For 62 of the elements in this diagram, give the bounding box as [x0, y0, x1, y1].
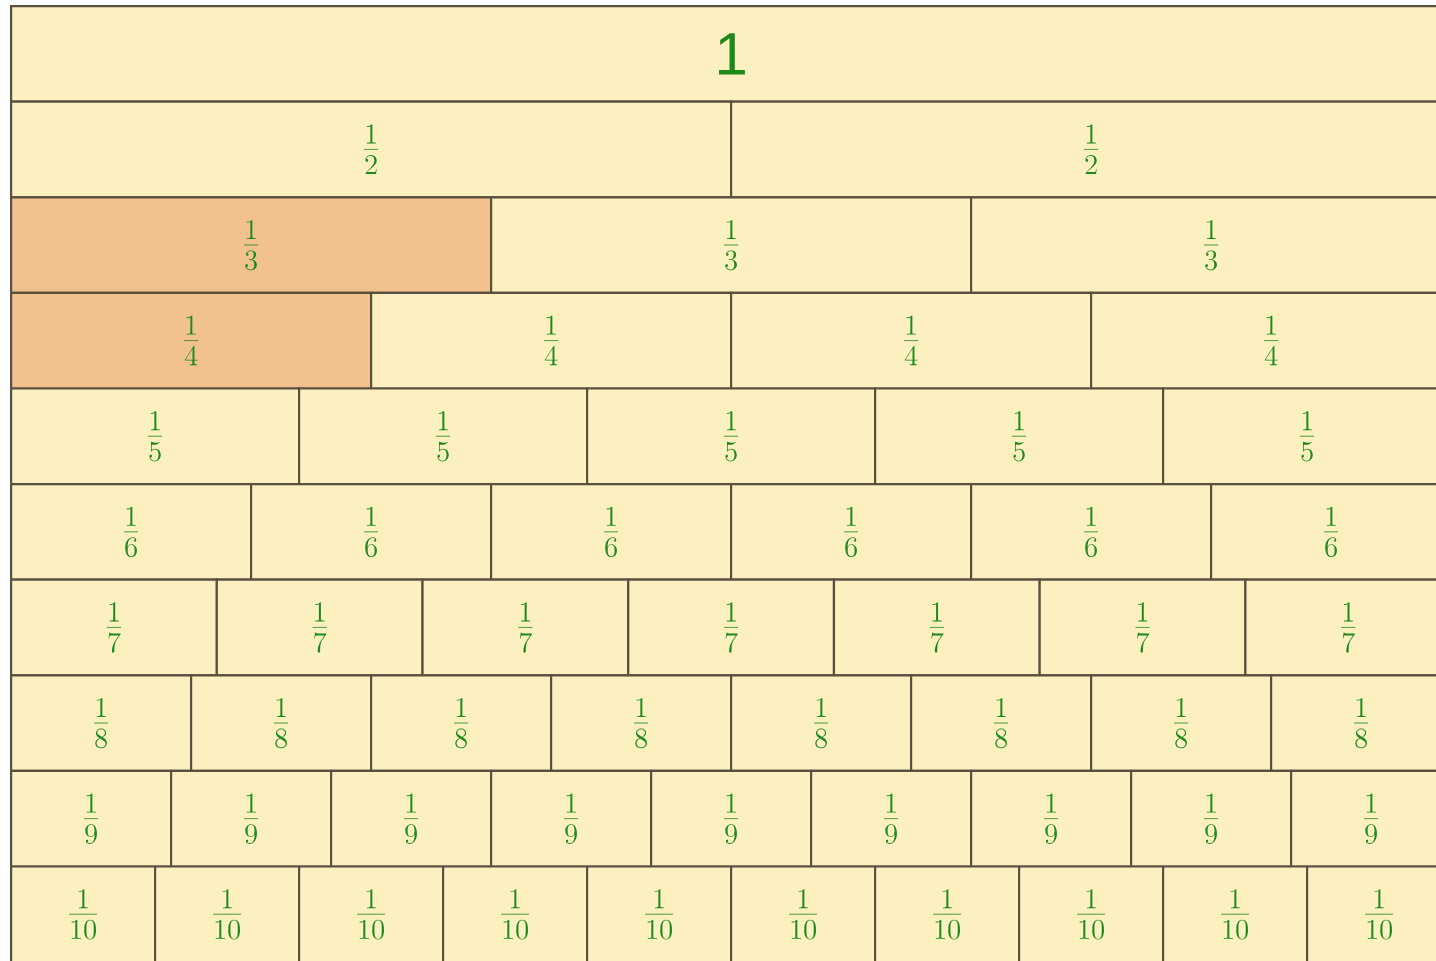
fraction-bar: $\frac{1}{9}$	[1290, 769, 1436, 868]
fraction-bar: $\frac{1}{10}$	[154, 865, 301, 961]
node-label: $\frac{1}{6}$	[1324, 506, 1339, 558]
fraction-bar: $\frac{1}{7}$	[421, 578, 630, 677]
fraction-bar: $\frac{1}{2}$	[10, 100, 733, 199]
fraction-bar: $\frac{1}{8}$	[1270, 674, 1436, 772]
node-label: $\frac{1}{4}$	[1264, 315, 1279, 366]
node-label: $\frac{1}{9}$	[1364, 793, 1379, 844]
fraction-bar: $\frac{1}{9}$	[10, 769, 173, 868]
fraction-bar: $\frac{1}{7}$	[1244, 578, 1436, 677]
fraction-bar: $\frac{1}{10}$	[874, 865, 1021, 961]
fraction-bar: $\frac{1}{4}$	[1090, 291, 1436, 390]
fraction-bar: $\frac{1}{5}$	[1162, 387, 1436, 486]
fraction-bar: $\frac{1}{10}$	[1306, 865, 1436, 961]
fraction-bar: $\frac{1}{8}$	[550, 674, 733, 772]
fraction-bar: $\frac{1}{7}$	[627, 578, 836, 677]
fraction-bar: $\frac{1}{6}$	[250, 483, 493, 581]
fraction-bar: $\frac{1}{9}$	[490, 769, 653, 868]
node-label: 1	[719, 33, 745, 75]
fraction-bar: $\frac{1}{3}$	[10, 196, 493, 294]
fraction-bar: $\frac{1}{9}$	[650, 769, 813, 868]
fraction-bar: $\frac{1}{7}$	[832, 578, 1041, 677]
fraction-bar: $\frac{1}{10}$	[10, 865, 157, 961]
fraction-bar: $\frac{1}{10}$	[1162, 865, 1309, 961]
fraction-bar: $\frac{1}{6}$	[1210, 483, 1436, 581]
node-label: $\frac{1}{2}$	[1084, 124, 1099, 175]
fraction-bar: $\frac{1}{9}$	[970, 769, 1133, 868]
fraction-bar: $\frac{1}{4}$	[10, 291, 373, 390]
node-label: $\frac{1}{7}$	[1341, 602, 1356, 653]
fraction-bar: $\frac{1}{10}$	[442, 865, 589, 961]
fraction-bar: $\frac{1}{10}$	[586, 865, 733, 961]
fraction-bar: $\frac{1}{5}$	[10, 387, 301, 486]
fraction-bar: $\frac{1}{10}$	[1018, 865, 1165, 961]
fraction-bar: $\frac{1}{8}$	[10, 674, 193, 772]
fraction-bar: $\frac{1}{3}$	[490, 196, 973, 294]
fraction-bar: $\frac{1}{9}$	[810, 769, 973, 868]
node-label: $\frac{1}{3}$	[1204, 219, 1219, 271]
fraction-bar: $\frac{1}{7}$	[1038, 578, 1247, 677]
fraction-bar: $\frac{1}{8}$	[730, 674, 913, 772]
fraction-bar: $\frac{1}{6}$	[970, 483, 1213, 581]
fraction-bar: $\frac{1}{6}$	[490, 483, 733, 581]
fraction-bar: $\frac{1}{6}$	[730, 483, 973, 581]
fraction-bar: $\frac{1}{10}$	[298, 865, 445, 961]
fraction-bar: $\frac{1}{3}$	[970, 196, 1436, 294]
fraction-bar: $\frac{1}{9}$	[170, 769, 333, 868]
fraction-bar: $\frac{1}{6}$	[10, 483, 253, 581]
fraction-bar: $\frac{1}{9}$	[330, 769, 493, 868]
fraction-bar: $\frac{1}{5}$	[586, 387, 877, 486]
fraction-bar: $\frac{1}{7}$	[215, 578, 424, 677]
fraction-bar: $\frac{1}{8}$	[370, 674, 553, 772]
node-label: $\frac{1}{8}$	[1354, 697, 1369, 749]
fraction-bar: $\frac{1}{7}$	[10, 578, 218, 677]
fraction-bar: $\frac{1}{4}$	[370, 291, 733, 390]
fraction-bar: $\frac{1}{8}$	[910, 674, 1093, 772]
fraction-bar: $\frac{1}{5}$	[298, 387, 589, 486]
fraction-bar: $\frac{1}{2}$	[730, 100, 1436, 199]
fraction-bar: $\frac{1}{8}$	[1090, 674, 1273, 772]
fraction-bar: $\frac{1}{5}$	[874, 387, 1165, 486]
fraction-bar: $\frac{1}{8}$	[190, 674, 373, 772]
fraction-bar: $\frac{1}{9}$	[1130, 769, 1293, 868]
fraction-bar: $\frac{1}{4}$	[730, 291, 1093, 390]
fraction-bar: $\frac{1}{10}$	[730, 865, 877, 961]
